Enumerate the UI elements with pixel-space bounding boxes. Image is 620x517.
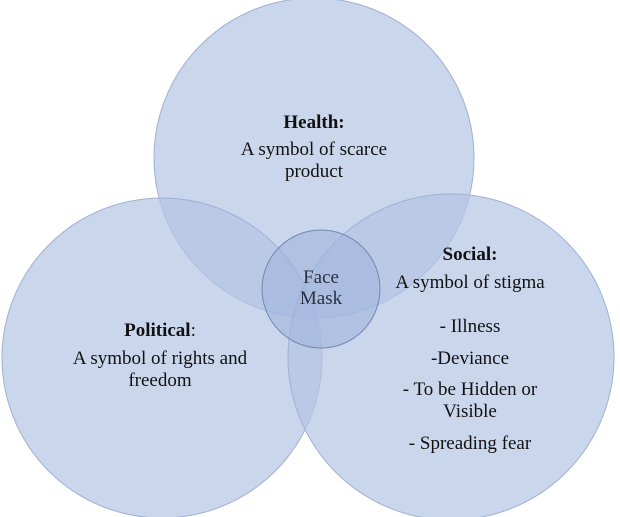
health-line2: product [284, 161, 344, 182]
social-item-fear: - Spreading fear [408, 433, 532, 454]
social-label: Social: A symbol of stigma - Illness -De… [370, 244, 570, 455]
social-item-hidden: - To be Hidden or [402, 379, 538, 400]
health-label: Health: A symbol of scarce product [214, 112, 414, 183]
face-mask-label: Face Mask [271, 267, 371, 309]
social-item-visible: Visible [443, 401, 497, 422]
social-item-deviance: -Deviance [430, 348, 510, 369]
political-title-row: Political: [40, 320, 280, 342]
health-title: Health: [283, 112, 345, 133]
social-item-illness: - Illness [439, 316, 501, 337]
political-title: Political [124, 320, 191, 341]
health-line1: A symbol of scarce [240, 139, 388, 160]
political-label: Political: A symbol of rights and freedo… [40, 320, 280, 392]
face-mask-circle [261, 229, 381, 349]
social-title: Social: [442, 244, 498, 265]
political-line2: freedom [128, 370, 192, 391]
social-subtitle: A symbol of stigma [395, 272, 545, 293]
face-mask-line2: Mask [299, 288, 343, 309]
political-title-suffix: : [190, 320, 196, 341]
political-line1: A symbol of rights and [72, 348, 248, 369]
face-mask-line1: Face [303, 267, 339, 288]
